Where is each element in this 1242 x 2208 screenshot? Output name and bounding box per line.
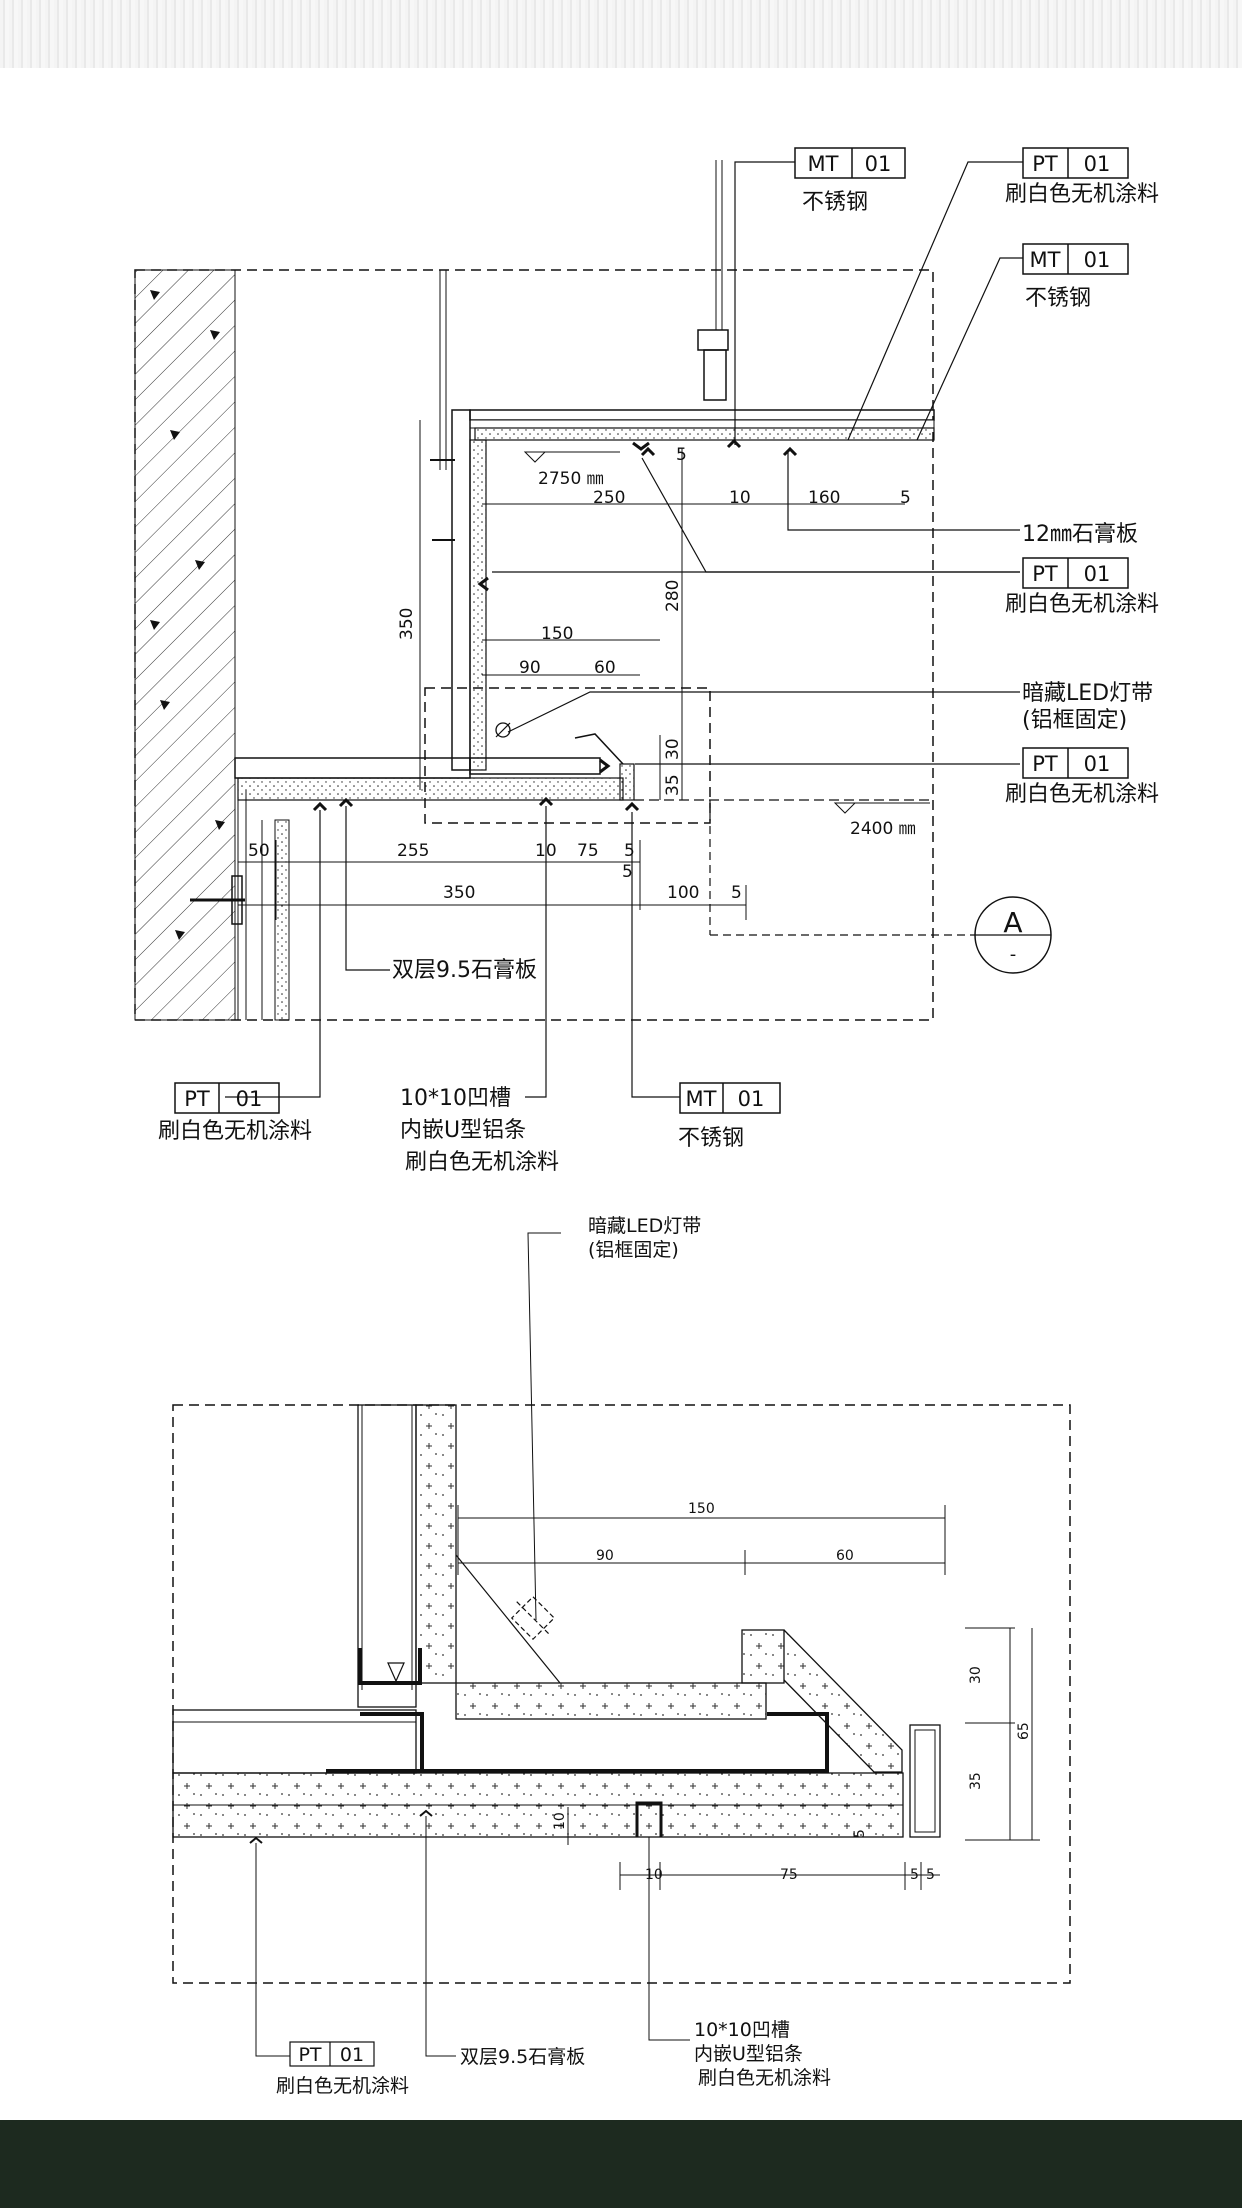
dim-100: 100 — [667, 883, 699, 903]
tag-label: 不锈钢 — [802, 190, 868, 215]
dim-10: 10 — [729, 488, 751, 508]
top-decorative-band — [0, 0, 1242, 68]
dim-10: 10 — [645, 1867, 663, 1883]
groove-label-3: 刷白色无机涂料 — [405, 1150, 559, 1175]
dim-30: 30 — [968, 1666, 984, 1684]
groove-label-1: 10*10凹槽 — [694, 2019, 790, 2041]
led-label-sub: (铝框固定) — [1022, 708, 1127, 733]
tag-label: 刷白色无机涂料 — [1005, 182, 1159, 207]
dim-350-vertical: 350 — [397, 608, 417, 640]
tag-num: 01 — [1084, 152, 1111, 176]
tag-num: 01 — [1084, 248, 1111, 272]
tag-num: 01 — [738, 1087, 765, 1111]
lower-detail — [172, 1232, 1071, 2067]
upper-tag-texts: MT 01 不锈钢 PT 01 刷白色无机涂料 MT 01 不锈钢 12㎜石膏板… — [158, 152, 1159, 1175]
dim-5: 5 — [622, 862, 633, 882]
led-label: 暗藏LED灯带 — [588, 1215, 701, 1237]
dim-60: 60 — [594, 658, 616, 678]
dim-10: 10 — [535, 841, 557, 861]
dim-30: 30 — [663, 738, 683, 760]
dim-90: 90 — [596, 1548, 614, 1564]
dim-75: 75 — [780, 1867, 798, 1883]
groove-label-3: 刷白色无机涂料 — [698, 2067, 831, 2089]
tag-code: PT — [1032, 562, 1058, 586]
tag-label: 刷白色无机涂料 — [1005, 592, 1159, 617]
dim-150: 150 — [541, 624, 573, 644]
dim-5: 5 — [900, 488, 911, 508]
dim-280: 280 — [663, 580, 683, 612]
led-label-sub: (铝框固定) — [588, 1239, 679, 1261]
tag-code: MT — [686, 1087, 717, 1111]
double-gypsum-label: 双层9.5石膏板 — [392, 958, 537, 983]
level-upper: 2750 ㎜ — [538, 469, 604, 489]
tag-code: PT — [184, 1087, 210, 1111]
tag-code: PT — [1032, 152, 1058, 176]
tag-num: 01 — [340, 2044, 364, 2066]
tag-label: 刷白色无机涂料 — [1005, 782, 1159, 807]
dim-5: 5 — [910, 1867, 919, 1883]
level-lower: 2400 ㎜ — [850, 819, 916, 839]
dim-65: 65 — [1016, 1722, 1032, 1740]
dim-5: 5 — [926, 1867, 935, 1883]
section-sub: - — [1010, 944, 1017, 965]
dim-35: 35 — [968, 1772, 984, 1790]
tag-num: 01 — [1084, 562, 1111, 586]
dim-90: 90 — [519, 658, 541, 678]
dim-35: 35 — [663, 774, 683, 796]
dim-60: 60 — [836, 1548, 854, 1564]
concrete-wall — [134, 269, 236, 1021]
dim-350-horizontal: 350 — [443, 883, 475, 903]
dim-150: 150 — [688, 1501, 715, 1517]
tag-code: MT — [808, 152, 839, 176]
tag-num: 01 — [865, 152, 892, 176]
section-letter: A — [1003, 906, 1022, 939]
tag-label: 刷白色无机涂料 — [158, 1119, 312, 1144]
dim-5: 5 — [624, 841, 635, 861]
tag-label: 不锈钢 — [1025, 286, 1091, 311]
groove-label-1: 10*10凹槽 — [400, 1086, 511, 1111]
tag-label: 不锈钢 — [678, 1126, 744, 1151]
tag-code: PT — [1032, 752, 1058, 776]
dim-5-vertical: 5 — [852, 1829, 868, 1838]
paint-label: 刷白色无机涂料 — [276, 2075, 409, 2097]
dim-5: 5 — [676, 445, 687, 465]
groove-label-2: 内嵌U型铝条 — [400, 1118, 526, 1143]
led-label: 暗藏LED灯带 — [1022, 681, 1153, 706]
tag-num: 01 — [1084, 752, 1111, 776]
double-gypsum-label: 双层9.5石膏板 — [460, 2045, 585, 2068]
groove-label-2: 内嵌U型铝条 — [694, 2043, 803, 2065]
bottom-decorative-band — [0, 2120, 1242, 2208]
tag-num: 01 — [236, 1087, 263, 1111]
dim-10-vertical: 10 — [552, 1812, 568, 1830]
upper-detail — [134, 147, 1129, 1114]
dim-50: 50 — [248, 841, 270, 861]
dim-75: 75 — [577, 841, 599, 861]
dim-5: 5 — [731, 883, 742, 903]
tag-code: MT — [1030, 248, 1061, 272]
dim-160: 160 — [808, 488, 840, 508]
gypsum-12-label: 12㎜石膏板 — [1022, 522, 1138, 547]
dim-255: 255 — [397, 841, 429, 861]
lower-texts: 暗藏LED灯带 (铝框固定) 150 90 60 30 65 35 10 5 1… — [276, 1215, 1032, 2097]
tag-code: PT — [298, 2044, 321, 2066]
dim-250: 250 — [593, 488, 625, 508]
